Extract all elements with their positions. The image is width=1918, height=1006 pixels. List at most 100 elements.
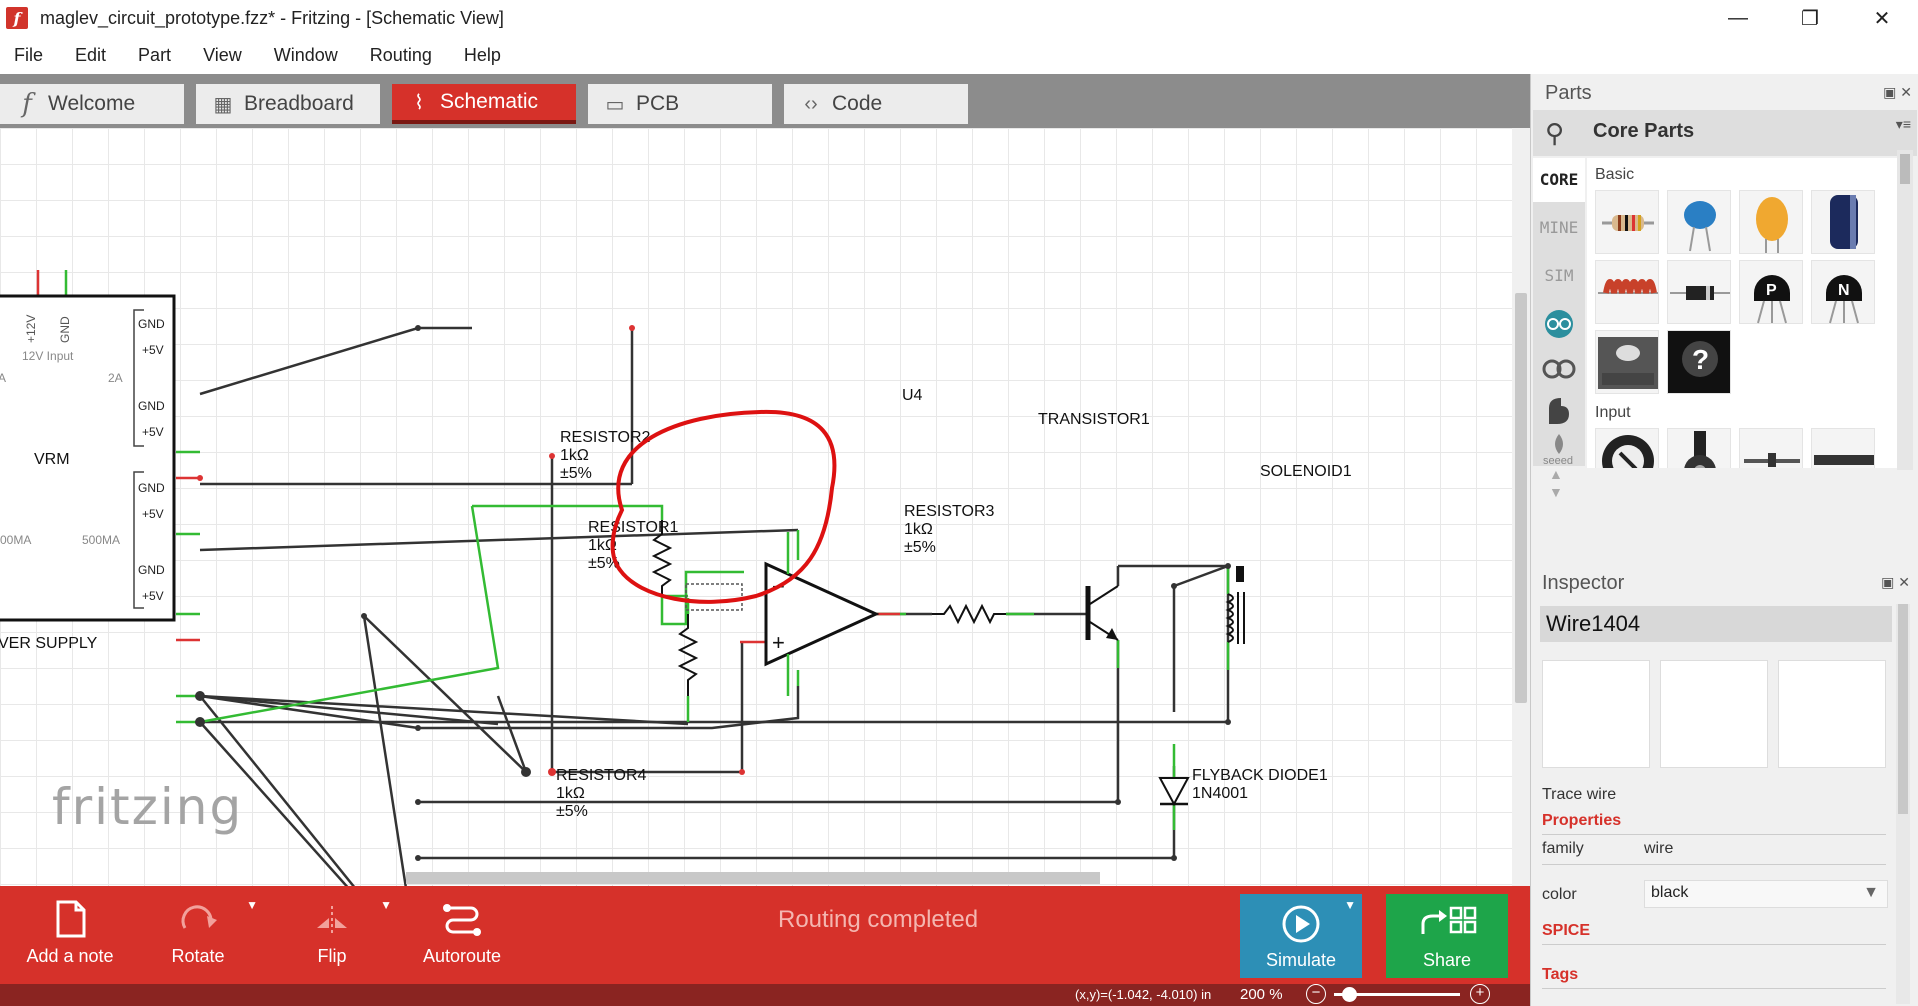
schematic-canvas[interactable]: +12V GND 12V Input A 2A 00MA 500MA VRM V…	[0, 128, 1530, 886]
share-button[interactable]: Share	[1386, 894, 1508, 978]
transistor1-part[interactable]: TRANSISTOR1	[1038, 411, 1150, 641]
vertical-scrollbar[interactable]	[1512, 128, 1530, 886]
inspector-controls[interactable]: ▣ ✕	[1881, 574, 1910, 590]
zoom-in-button[interactable]: +	[1470, 984, 1490, 1004]
wire[interactable]	[363, 615, 528, 773]
bin-scroll-arrows[interactable]: ▲ ▼	[1549, 466, 1563, 500]
resistor2-part[interactable]: RESISTOR2 1kΩ ±5%	[560, 429, 673, 596]
npn-letter: N	[1838, 282, 1850, 299]
arduino-bin-icon[interactable]	[1541, 306, 1577, 342]
inspector-scroll-thumb[interactable]	[1898, 604, 1908, 814]
note-icon	[56, 900, 86, 938]
power-pin-label: +5V	[142, 589, 164, 603]
power-pin-label: GND	[138, 563, 165, 577]
simulate-dropdown-icon[interactable]: ▼	[1344, 898, 1356, 912]
part-slide-pot[interactable]	[1739, 428, 1803, 468]
bin-tab-core[interactable]: CORE	[1533, 158, 1585, 202]
parts-pane-controls[interactable]: ▣ ✕	[1883, 84, 1912, 100]
part-tantalum-capacitor[interactable]	[1739, 190, 1803, 254]
inspector-scrollbar[interactable]	[1896, 604, 1910, 1004]
add-note-button[interactable]: Add a note	[0, 894, 140, 982]
wire[interactable]	[660, 570, 744, 626]
flip-button[interactable]: Flip ▼	[262, 894, 402, 982]
resistor1-tolerance: ±5%	[588, 555, 620, 572]
tab-code[interactable]: ‹› Code	[784, 84, 968, 124]
wire[interactable]	[199, 528, 799, 552]
part-rotary-encoder[interactable]	[1595, 428, 1659, 468]
part-ceramic-capacitor[interactable]	[1667, 190, 1731, 254]
wire[interactable]	[472, 504, 664, 520]
diode-icon	[1670, 286, 1730, 300]
parts-bin-header: ⚲ Core Parts ▾≡	[1533, 110, 1917, 156]
selection-box[interactable]	[685, 583, 743, 611]
part-fet[interactable]	[1595, 330, 1659, 394]
autoroute-button[interactable]: Autoroute	[392, 894, 532, 982]
wire[interactable]	[199, 695, 418, 886]
wire[interactable]	[418, 766, 1176, 860]
part-digital-module[interactable]	[1811, 428, 1875, 468]
tab-label: Welcome	[48, 92, 136, 115]
menu-part[interactable]: Part	[138, 44, 172, 65]
rotate-button[interactable]: Rotate ▼	[128, 894, 268, 982]
power-pin-label: +5V	[142, 425, 164, 439]
flip-dropdown-icon[interactable]: ▼	[380, 898, 392, 912]
search-icon[interactable]: ⚲	[1545, 118, 1565, 148]
zoom-out-button[interactable]: −	[1306, 984, 1326, 1004]
part-pnp-transistor[interactable]: P	[1739, 260, 1803, 324]
bin-tab-mine[interactable]: MINE	[1539, 218, 1579, 237]
menu-file[interactable]: File	[14, 44, 44, 65]
category-label-input: Input	[1595, 404, 1631, 421]
part-resistor[interactable]	[1595, 190, 1659, 254]
menu-window[interactable]: Window	[273, 44, 338, 65]
simulate-button[interactable]: Simulate ▼	[1240, 894, 1362, 978]
wire[interactable]	[362, 615, 418, 886]
part-mystery[interactable]: ?	[1667, 330, 1731, 394]
menu-routing[interactable]: Routing	[369, 44, 432, 65]
wire[interactable]	[1173, 564, 1229, 588]
sparkfun-bin-icon[interactable]	[1541, 394, 1575, 428]
horizontal-scrollbar[interactable]	[406, 872, 1100, 884]
menu-view[interactable]: View	[203, 44, 242, 65]
parts-scroll-thumb[interactable]	[1900, 154, 1910, 184]
part-potentiometer[interactable]	[1667, 428, 1731, 468]
resistor4-name: RESISTOR4	[556, 767, 647, 784]
close-window-button[interactable]: ✕	[1846, 0, 1918, 36]
part-inductor[interactable]	[1595, 260, 1659, 324]
wire[interactable]	[199, 505, 500, 724]
zoom-slider-track[interactable]	[1334, 993, 1460, 996]
tab-pcb[interactable]: ▭ PCB	[588, 84, 772, 124]
bin-tab-sim[interactable]: SIM	[1544, 266, 1574, 285]
resistor1-part[interactable]: RESISTOR1 1kΩ ±5%	[588, 519, 699, 696]
fritzing-logo-icon: f	[6, 7, 28, 29]
zoom-slider-handle[interactable]	[1342, 987, 1357, 1002]
opamp-u4-part[interactable]: − + U4	[764, 387, 923, 696]
power-supply-part[interactable]: +12V GND 12V Input A 2A 00MA 500MA VRM V…	[0, 294, 176, 652]
menu-help[interactable]: Help	[463, 44, 501, 65]
resistor3-part[interactable]: RESISTOR3 1kΩ ±5%	[904, 503, 1006, 625]
seeed-bin-icon[interactable]: seeed	[1539, 430, 1579, 466]
solenoid1-part[interactable]: SOLENOID1	[1225, 463, 1352, 644]
bin-menu-icon[interactable]: ▾≡	[1895, 116, 1911, 132]
parts-scrollbar[interactable]	[1897, 150, 1913, 470]
tab-schematic[interactable]: ⌇ Schematic	[392, 84, 576, 124]
part-npn-transistor[interactable]: N	[1811, 260, 1875, 324]
part-diode[interactable]	[1667, 260, 1731, 324]
tab-welcome[interactable]: f Welcome	[0, 84, 184, 124]
menu-edit[interactable]: Edit	[75, 44, 107, 65]
right-dock: Parts ▣ ✕ ⚲ Core Parts ▾≡ CORE MINE SIM	[1530, 74, 1918, 1006]
vertical-scroll-thumb[interactable]	[1515, 293, 1527, 703]
maximize-button[interactable]: ❐	[1774, 0, 1846, 36]
minimize-button[interactable]: —	[1702, 0, 1774, 36]
tab-breadboard[interactable]: ▦ Breadboard	[196, 84, 380, 124]
resistor4-part[interactable]: RESISTOR4 1kΩ ±5%	[556, 767, 647, 886]
flyback-diode-part[interactable]: FLYBACK DIODE1 1N4001	[1158, 767, 1328, 807]
wire[interactable]	[199, 694, 499, 726]
color-select[interactable]: black ▼	[1644, 880, 1888, 908]
wire[interactable]	[199, 326, 472, 396]
wire[interactable]	[199, 721, 418, 886]
infinity-bin-icon[interactable]	[1539, 354, 1579, 384]
wire[interactable]	[199, 694, 689, 726]
rotate-dropdown-icon[interactable]: ▼	[246, 898, 258, 912]
parts-grid: Basic	[1587, 158, 1899, 468]
part-electrolytic-capacitor[interactable]	[1811, 190, 1875, 254]
